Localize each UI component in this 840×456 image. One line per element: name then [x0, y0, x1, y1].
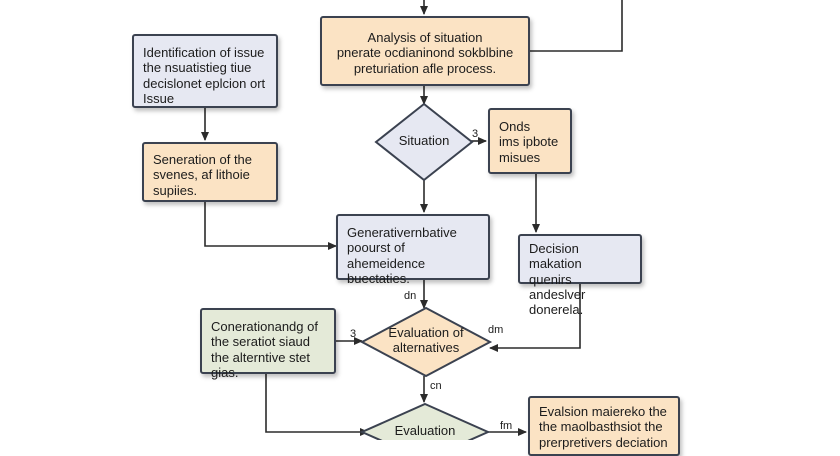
evaluation-result-box: Evalsion maiereko the the maolbasthsiot … [528, 396, 680, 456]
evaluation-of-alternatives-label: Evaluation of alternatives [388, 325, 464, 355]
seneration-title: Seneration of the [153, 152, 253, 167]
tag-3-situation: 3 [472, 128, 479, 140]
analysis-body: pnerate ocdianinond sokblbine preturiati… [336, 45, 514, 76]
tag-dn: dn [404, 290, 417, 302]
onds-box: Onds ims ipbote misues [488, 108, 572, 174]
coneration-title: Conerationandg of [211, 319, 318, 334]
generative-body: poourst of ahemeidence buectaties. [347, 240, 426, 286]
identification-body: the nsuatistieg tiue decislonet eplcion … [143, 60, 266, 106]
connector-decision-to-evalalt [489, 284, 581, 352]
tag-cn: cn [430, 380, 442, 392]
decision-title: Decision makation [529, 241, 582, 272]
connector-coneration-to-evaluation [265, 374, 369, 436]
tag-fm: fm [500, 420, 513, 432]
situation-decision-diamond [374, 102, 474, 182]
decision-body: quenirs andeslver donerela. [529, 271, 586, 318]
connector-analysis-right-loop [530, 0, 623, 52]
analysis-of-situation-box: Analysis of situation pnerate ocdianinon… [320, 16, 530, 86]
tag-3-coneration: 3 [350, 328, 357, 340]
evaluation-of-alternatives-diamond [359, 306, 493, 378]
situation-label: Situation [398, 133, 450, 148]
onds-title: Onds [499, 119, 531, 134]
seneration-body: svenes, af lithoie supiies. [153, 167, 250, 198]
onds-body: ims ipbote misues [499, 134, 559, 165]
generative-alternatives-box: Generativernbative poourst of ahemeidenc… [336, 214, 490, 286]
coneration-box: Conerationandg of the seratiot siaud the… [200, 308, 336, 380]
connector-seneration-to-generative [204, 202, 337, 250]
generative-title: Generativernbative [347, 225, 457, 240]
evalbox-text: Evalsion maiereko the the maolbasthsiot … [539, 404, 668, 450]
identification-of-issue-box: Identification of issue the nsuatistieg … [132, 34, 278, 108]
evaluation-decision-diamond [359, 402, 491, 440]
tag-dm: dm [488, 324, 504, 336]
analysis-title: Analysis of situation [367, 30, 483, 45]
evaluation-label: Evaluation [394, 423, 456, 438]
coneration-body: the seratiot siaud the alterntive stet g… [211, 334, 311, 380]
identification-title: Identification of issue [143, 45, 265, 60]
flowchart-canvas [201, 0, 623, 440]
decision-making-box: Decision makation quenirs andeslver done… [518, 234, 642, 317]
seneration-box: Seneration of the svenes, af lithoie sup… [142, 142, 278, 202]
